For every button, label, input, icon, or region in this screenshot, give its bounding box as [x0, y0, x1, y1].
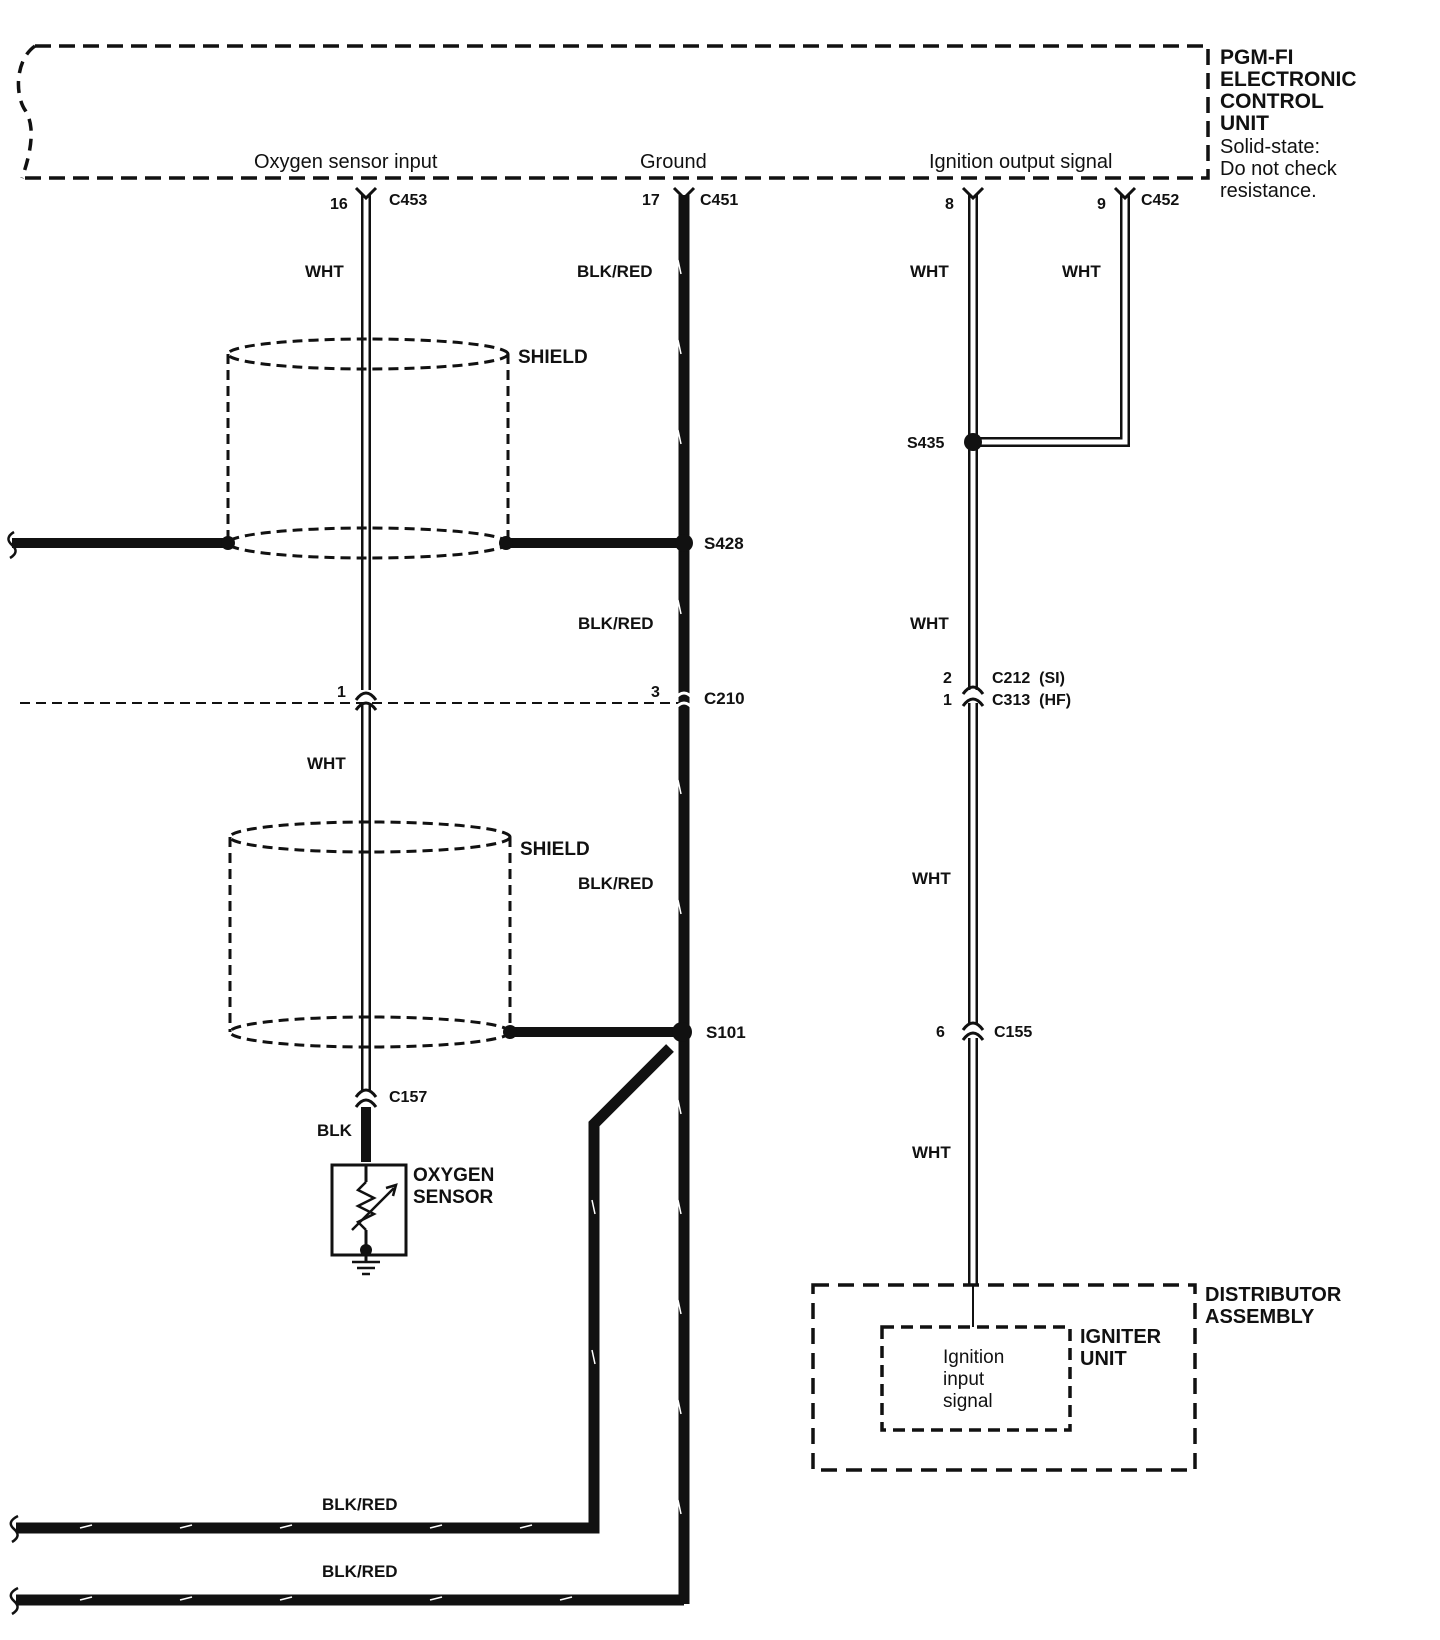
distributor-label-1: DISTRIBUTOR — [1205, 1284, 1342, 1306]
blk-red-label-3: BLK/RED — [578, 874, 654, 893]
svg-text:ELECTRONIC: ELECTRONIC — [1220, 68, 1357, 91]
oxygen-sensor-label-2: SENSOR — [413, 1187, 494, 1208]
c313-pin-1-label: 1 — [943, 692, 952, 709]
ground-bottom-wire — [9, 1586, 684, 1616]
pin-9-label: 9 — [1097, 196, 1106, 213]
wht-label-4: WHT — [1062, 262, 1101, 281]
svg-text:PGM-FI: PGM-FI — [1220, 46, 1294, 69]
igniter-label-2: UNIT — [1080, 1348, 1127, 1370]
c210-pin-1-label: 1 — [337, 684, 346, 701]
pin-8-label: 8 — [945, 196, 954, 213]
c451-connector-icon — [672, 186, 696, 201]
wht-label-3: WHT — [910, 262, 949, 281]
shield-2-label: SHIELD — [520, 839, 590, 860]
c155-label: C155 — [994, 1024, 1032, 1041]
ground-branch-wire — [9, 1044, 674, 1544]
igniter-label-1: IGNITER — [1080, 1326, 1162, 1348]
s428-label: S428 — [704, 534, 744, 553]
s428-splice-icon — [675, 534, 693, 552]
svg-text:Solid-state:: Solid-state: — [1220, 136, 1320, 158]
c155-connector-icon — [961, 1021, 985, 1041]
c212-pin-2-label: 2 — [943, 670, 952, 687]
c212-label: C212 (SI) — [992, 670, 1065, 687]
ground-wire — [677, 195, 690, 1604]
c157-label: C157 — [389, 1089, 427, 1106]
blk-red-label-2: BLK/RED — [578, 614, 654, 633]
ignition-input-label-3: signal — [943, 1391, 993, 1412]
c210-pin-3-label: 3 — [651, 684, 660, 701]
ignition-output-signal-label: Ignition output signal — [929, 151, 1112, 173]
svg-text:UNIT: UNIT — [1220, 112, 1269, 135]
s101-label: S101 — [706, 1023, 746, 1042]
shield-drain-wire-2 — [503, 1025, 682, 1039]
ignition-input-label-1: Ignition — [943, 1347, 1004, 1368]
blk-red-label-4: BLK/RED — [322, 1495, 398, 1514]
ground-label: Ground — [640, 151, 707, 173]
svg-text:CONTROL: CONTROL — [1220, 90, 1324, 113]
ecu-title: PGM-FI ELECTRONIC CONTROL UNIT — [1220, 46, 1357, 135]
blk-red-label-5: BLK/RED — [322, 1562, 398, 1581]
svg-text:Do not check: Do not check — [1220, 158, 1338, 180]
distributor-assembly-box — [811, 1283, 1197, 1472]
c210-pin1-icon — [354, 691, 378, 711]
ignition-input-label-2: input — [943, 1369, 985, 1390]
igniter-unit-box — [880, 1325, 1072, 1432]
wht-label-1: WHT — [305, 262, 344, 281]
c157-connector-icon — [354, 1088, 378, 1108]
pin-8-connector-icon — [961, 186, 985, 201]
c210-pin3-icon — [672, 691, 696, 711]
c453-connector-icon — [354, 186, 378, 201]
wht-label-6: WHT — [912, 869, 951, 888]
wht-label-2: WHT — [307, 754, 346, 773]
ignition-wire-pin9 — [978, 195, 1130, 447]
s435-label: S435 — [907, 435, 944, 452]
distributor-label-2: ASSEMBLY — [1205, 1306, 1315, 1328]
oxygen-sensor-icon — [330, 1163, 408, 1276]
oxygen-sensor-input-label: Oxygen sensor input — [254, 151, 438, 173]
c453-label: C453 — [389, 192, 427, 209]
wht-label-7: WHT — [912, 1143, 951, 1162]
pin-17-label: 17 — [642, 192, 660, 209]
wht-label-5: WHT — [910, 614, 949, 633]
c210-label: C210 — [704, 689, 745, 708]
pin-16-label: 16 — [330, 196, 348, 213]
c212-c313-connector-icon — [961, 685, 985, 707]
s435-splice-icon — [964, 433, 982, 451]
ecu-note: Solid-state: Do not check resistance. — [1220, 136, 1338, 202]
blk-red-label-1: BLK/RED — [577, 262, 653, 281]
shield-1-label: SHIELD — [518, 347, 588, 368]
c452-connector-icon — [1113, 186, 1137, 201]
c155-pin-6-label: 6 — [936, 1024, 945, 1041]
c452-label: C452 — [1141, 192, 1179, 209]
shield-drain-wire-1 — [7, 530, 682, 560]
c313-label: C313 (HF) — [992, 692, 1071, 709]
oxygen-sensor-label-1: OXYGEN — [413, 1165, 494, 1186]
ecu-box — [16, 44, 1210, 180]
svg-text:resistance.: resistance. — [1220, 180, 1317, 202]
s101-splice-icon — [672, 1022, 692, 1042]
c451-label: C451 — [700, 192, 738, 209]
blk-label: BLK — [317, 1121, 353, 1140]
